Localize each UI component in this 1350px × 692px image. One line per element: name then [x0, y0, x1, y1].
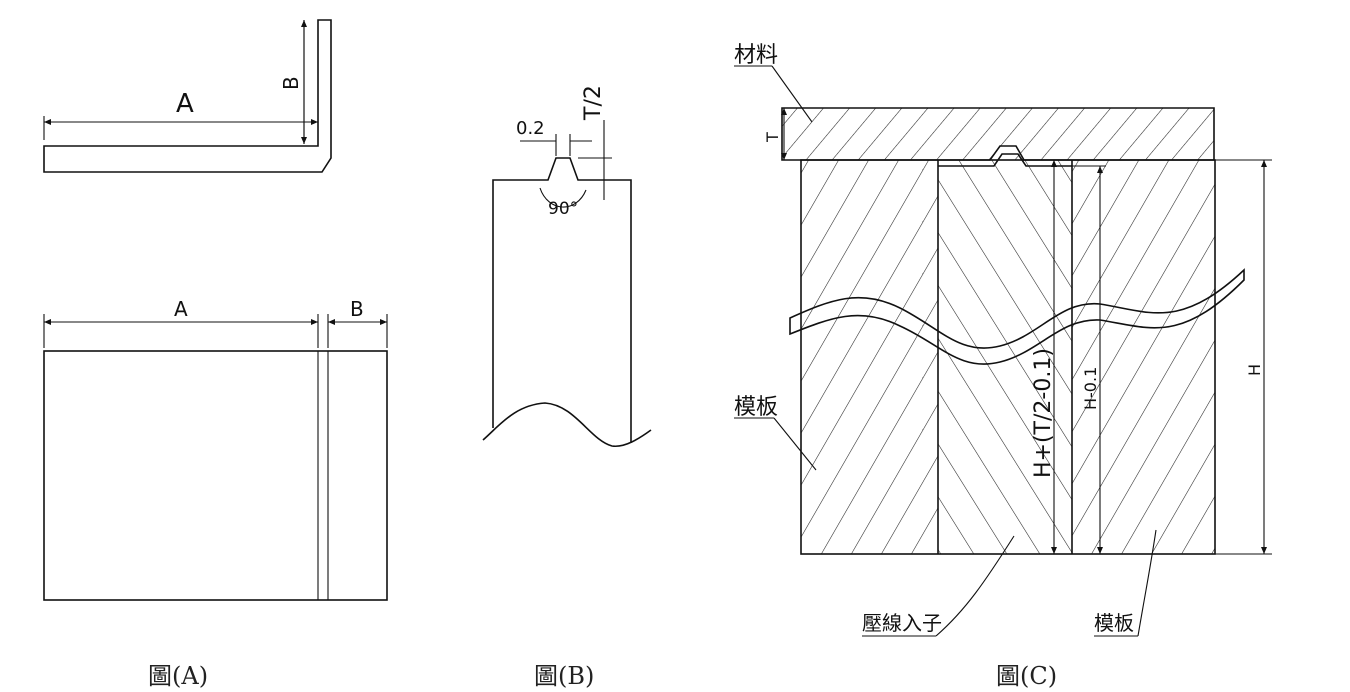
label-t: T — [763, 132, 782, 143]
dimension-tip-width: 0.2 — [516, 118, 592, 156]
material-callout: 材料 — [734, 43, 813, 123]
label-a-top: A — [176, 89, 194, 119]
label-h-minus: H-0.1 — [1081, 367, 1100, 410]
die-plate-right-callout: 模板 — [1094, 529, 1157, 637]
dimension-a-top: A — [43, 89, 318, 140]
label-die-plate-right: 模板 — [1094, 611, 1134, 635]
label-punch-height: H+(T/2-0.1) — [1031, 348, 1056, 478]
label-h: H — [1245, 364, 1264, 376]
break-line — [789, 268, 1245, 365]
label-b-top: B — [279, 76, 303, 90]
dimension-punch-height: H+(T/2-0.1) — [1031, 159, 1080, 554]
caption-b: 圖(B) — [534, 662, 594, 690]
caption-a: 圖(A) — [148, 662, 208, 690]
punch-body — [482, 157, 652, 448]
figure-b: 0.2 T/2 90° 圖(B) — [482, 85, 652, 690]
label-tip-width: 0.2 — [516, 118, 545, 139]
dimension-tip-height: T/2 — [578, 85, 612, 200]
label-angle: 90° — [548, 199, 578, 219]
material-strip — [781, 107, 1215, 161]
label-die-plate-left: 模板 — [734, 395, 778, 420]
angle-annotation: 90° — [539, 187, 587, 219]
caption-c: 圖(C) — [996, 662, 1057, 690]
label-a-flat: A — [174, 297, 188, 321]
dimension-h-minus: H-0.1 — [1072, 165, 1106, 554]
label-b-flat: B — [350, 297, 364, 321]
punch-callout: 壓線入子 — [862, 535, 1015, 637]
dimension-b-top: B — [279, 20, 307, 144]
die-plate-left — [801, 160, 938, 554]
label-material: 材料 — [734, 43, 778, 68]
dimension-b-flat: B — [327, 297, 388, 348]
die-plate-left-callout: 模板 — [734, 395, 817, 471]
flat-blank — [43, 350, 388, 601]
figure-c: 材料 T 模板 壓線入子 模板 H — [734, 43, 1272, 690]
label-punch: 壓線入子 — [862, 611, 942, 635]
die-plate-right — [1072, 160, 1215, 554]
dimension-t: T — [763, 108, 787, 160]
dimension-h: H — [1215, 159, 1272, 555]
section-outlines — [800, 153, 1216, 555]
label-tip-height: T/2 — [581, 85, 606, 121]
figure-a: A B A B 圖(A) — [43, 19, 388, 690]
dimension-a-flat: A — [43, 297, 319, 348]
punch-insert — [938, 160, 1072, 554]
